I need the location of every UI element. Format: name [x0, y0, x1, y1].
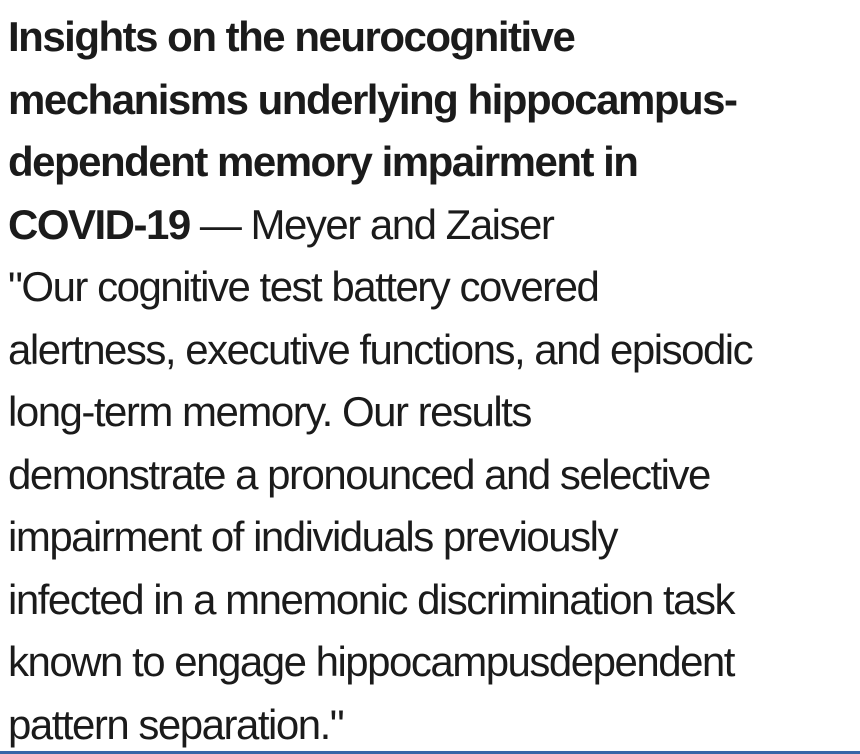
- title-text: mechanisms underlying hippocampus-: [8, 75, 738, 123]
- text-line: known to engage hippocampusdependent: [8, 631, 858, 694]
- text-line: infected in a mnemonic discrimination ta…: [8, 569, 858, 632]
- text-line: Insights on the neurocognitive: [8, 6, 858, 69]
- quote-text: long-term memory. Our results: [8, 388, 532, 435]
- title-text: dependent memory impairment in: [8, 138, 639, 185]
- text-line: impairment of individuals previously: [8, 506, 858, 569]
- text-line: alertness, executive functions, and epis…: [8, 319, 858, 382]
- text-line: dependent memory impairment in: [8, 131, 858, 194]
- quote-text: impairment of individuals previously: [8, 513, 618, 560]
- quote-text: "Our cognitive test battery covered: [8, 263, 600, 310]
- text-line: mechanisms underlying hippocampus-: [8, 69, 858, 132]
- text-line: pattern separation.": [8, 694, 858, 754]
- quote-text: demonstrate a pronounced and selective: [8, 450, 711, 498]
- quote-text: known to engage hippocampusdependent: [8, 638, 735, 685]
- text-line: demonstrate a pronounced and selective: [8, 444, 858, 507]
- text-line: COVID-19 — Meyer and Zaiser: [8, 194, 858, 257]
- bottom-edge-line: [0, 751, 860, 754]
- quote-text: pattern separation.": [8, 700, 345, 748]
- quote-text: infected in a mnemonic discrimination ta…: [8, 575, 736, 623]
- text-line: "Our cognitive test battery covered: [8, 256, 858, 319]
- quote-lines-container: Insights on the neurocognitive mechanisms…: [8, 6, 858, 754]
- text-line: long-term memory. Our results: [8, 381, 858, 444]
- quote-text: alertness, executive functions, and epis…: [8, 325, 754, 373]
- title-text: Insights on the neurocognitive: [8, 13, 576, 60]
- attribution-text: — Meyer and Zaiser: [189, 200, 555, 248]
- title-text: COVID-19: [8, 200, 191, 248]
